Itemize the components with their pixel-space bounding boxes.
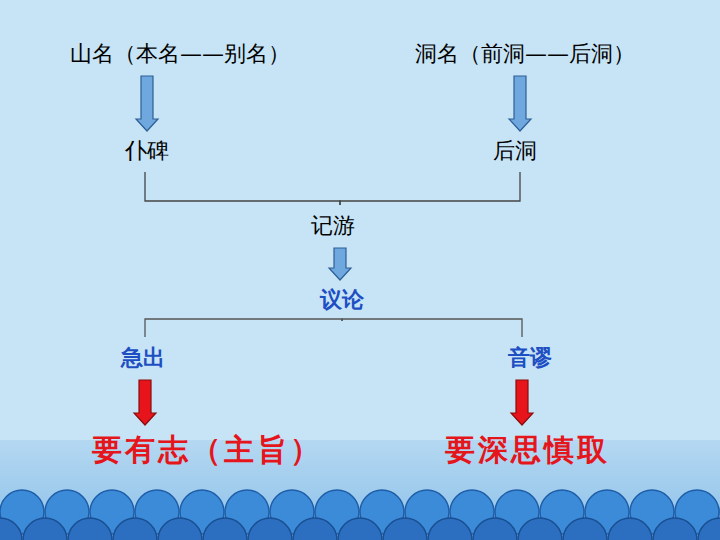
bracket-connector <box>145 172 340 205</box>
wave-circle <box>698 518 720 540</box>
wave-circle <box>428 518 472 540</box>
conclusion-label: 要深思慎取 <box>441 428 614 473</box>
node-text: 要深思慎取 <box>445 430 610 471</box>
node-text: 急出 <box>121 343 165 373</box>
node-text: 议论 <box>320 285 364 315</box>
section-label: 议论 <box>316 283 368 317</box>
node-text: 后洞 <box>493 136 537 166</box>
wave-circle <box>563 518 607 540</box>
point-label: 急出 <box>117 341 169 375</box>
wave-circle <box>23 518 67 540</box>
wave-circle <box>203 518 247 540</box>
node-text: 山名（本名——别名） <box>70 39 290 69</box>
node-text: 要有志（主旨） <box>92 430 323 471</box>
wave-circle <box>158 518 202 540</box>
bracket-connector <box>340 172 520 205</box>
wave-circle <box>293 518 337 540</box>
bracket-connector <box>342 319 522 337</box>
item-label: 仆碑 <box>121 134 173 168</box>
topic-label: 洞名（前洞——后洞） <box>411 37 639 71</box>
wave-circle <box>338 518 382 540</box>
point-label: 音谬 <box>504 341 556 375</box>
block-arrow <box>134 380 156 425</box>
wave-circle <box>608 518 652 540</box>
wave-circle <box>68 518 112 540</box>
wave-circle <box>518 518 562 540</box>
wave-circle <box>113 518 157 540</box>
wave-circle <box>383 518 427 540</box>
item-label: 后洞 <box>489 134 541 168</box>
bracket-connector <box>145 319 342 337</box>
section-label: 记游 <box>307 209 359 243</box>
block-arrow <box>329 248 351 280</box>
block-arrow <box>136 76 158 131</box>
wave-circle <box>473 518 517 540</box>
wave-circle <box>248 518 292 540</box>
node-text: 洞名（前洞——后洞） <box>415 39 635 69</box>
node-text: 音谬 <box>508 343 552 373</box>
node-text: 仆碑 <box>125 136 169 166</box>
wave-circle <box>0 518 22 540</box>
wave-circle <box>653 518 697 540</box>
block-arrow <box>511 380 533 425</box>
wave-pattern <box>0 490 720 540</box>
block-arrow <box>509 76 531 131</box>
conclusion-label: 要有志（主旨） <box>88 428 327 473</box>
topic-label: 山名（本名——别名） <box>66 37 294 71</box>
node-text: 记游 <box>311 211 355 241</box>
